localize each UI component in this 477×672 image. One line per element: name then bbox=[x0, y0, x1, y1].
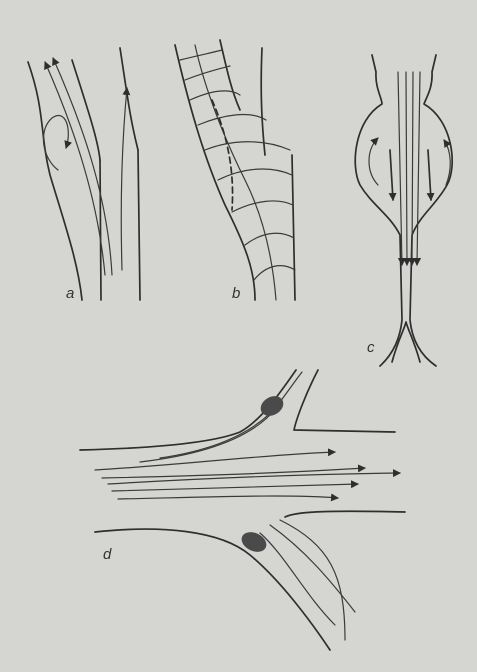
panel-b-branch-wall bbox=[261, 48, 265, 155]
panel-a-streamline bbox=[121, 88, 127, 270]
panel-d-upper-branch bbox=[294, 370, 395, 432]
panel-c-left-wall bbox=[355, 55, 402, 366]
panel-b-left-wall bbox=[175, 45, 255, 300]
panel-b-section bbox=[185, 66, 230, 80]
panel-c-streamline bbox=[412, 72, 413, 265]
panel-b-section bbox=[232, 201, 293, 212]
panel-b-section bbox=[198, 115, 266, 125]
panel-b-inner-wall bbox=[220, 40, 240, 110]
panel-b-section bbox=[254, 266, 295, 280]
deposit-lower bbox=[238, 528, 269, 555]
panel-d-streamline bbox=[95, 452, 335, 470]
panel-b-dashed-path bbox=[212, 100, 233, 210]
panel-b-label: b bbox=[232, 285, 240, 302]
panel-c bbox=[355, 55, 452, 366]
panel-a-streamline bbox=[45, 62, 105, 275]
panel-a-outer-wall bbox=[28, 62, 82, 300]
panel-a-carina bbox=[100, 160, 101, 300]
panel-c-label: c bbox=[367, 339, 375, 356]
panel-d bbox=[80, 370, 405, 650]
panel-a-label: a bbox=[66, 285, 74, 302]
panel-d-streamline bbox=[118, 496, 338, 499]
panel-b bbox=[175, 40, 295, 300]
panel-c-arrow-left bbox=[390, 150, 393, 200]
panel-b-right-wall bbox=[292, 155, 295, 300]
panel-a-right-wall bbox=[138, 150, 140, 300]
panel-d-streamline bbox=[140, 372, 302, 462]
panel-c-streamline bbox=[406, 72, 407, 265]
panel-c-right-wall bbox=[410, 55, 452, 366]
panel-d-lower-wall bbox=[95, 529, 330, 650]
panel-d-streamline bbox=[102, 468, 365, 478]
panel-a-inner-wall bbox=[72, 60, 100, 160]
panel-b-section bbox=[180, 50, 222, 60]
panel-d-streamline bbox=[108, 473, 400, 484]
panel-b-section bbox=[245, 233, 294, 245]
panel-a bbox=[28, 48, 140, 300]
panel-c-streamline bbox=[417, 72, 420, 265]
panel-b-section bbox=[205, 142, 290, 150]
panel-d-lower-branch bbox=[285, 511, 405, 517]
panel-b-section bbox=[218, 169, 292, 180]
panel-d-streamline bbox=[280, 520, 345, 640]
panel-d-label: d bbox=[103, 546, 111, 563]
panel-a-branch-wall bbox=[120, 48, 138, 150]
panel-c-vortex-left bbox=[369, 138, 378, 185]
panel-c-arrow-right bbox=[428, 150, 431, 200]
panel-d-streamline bbox=[112, 484, 358, 491]
